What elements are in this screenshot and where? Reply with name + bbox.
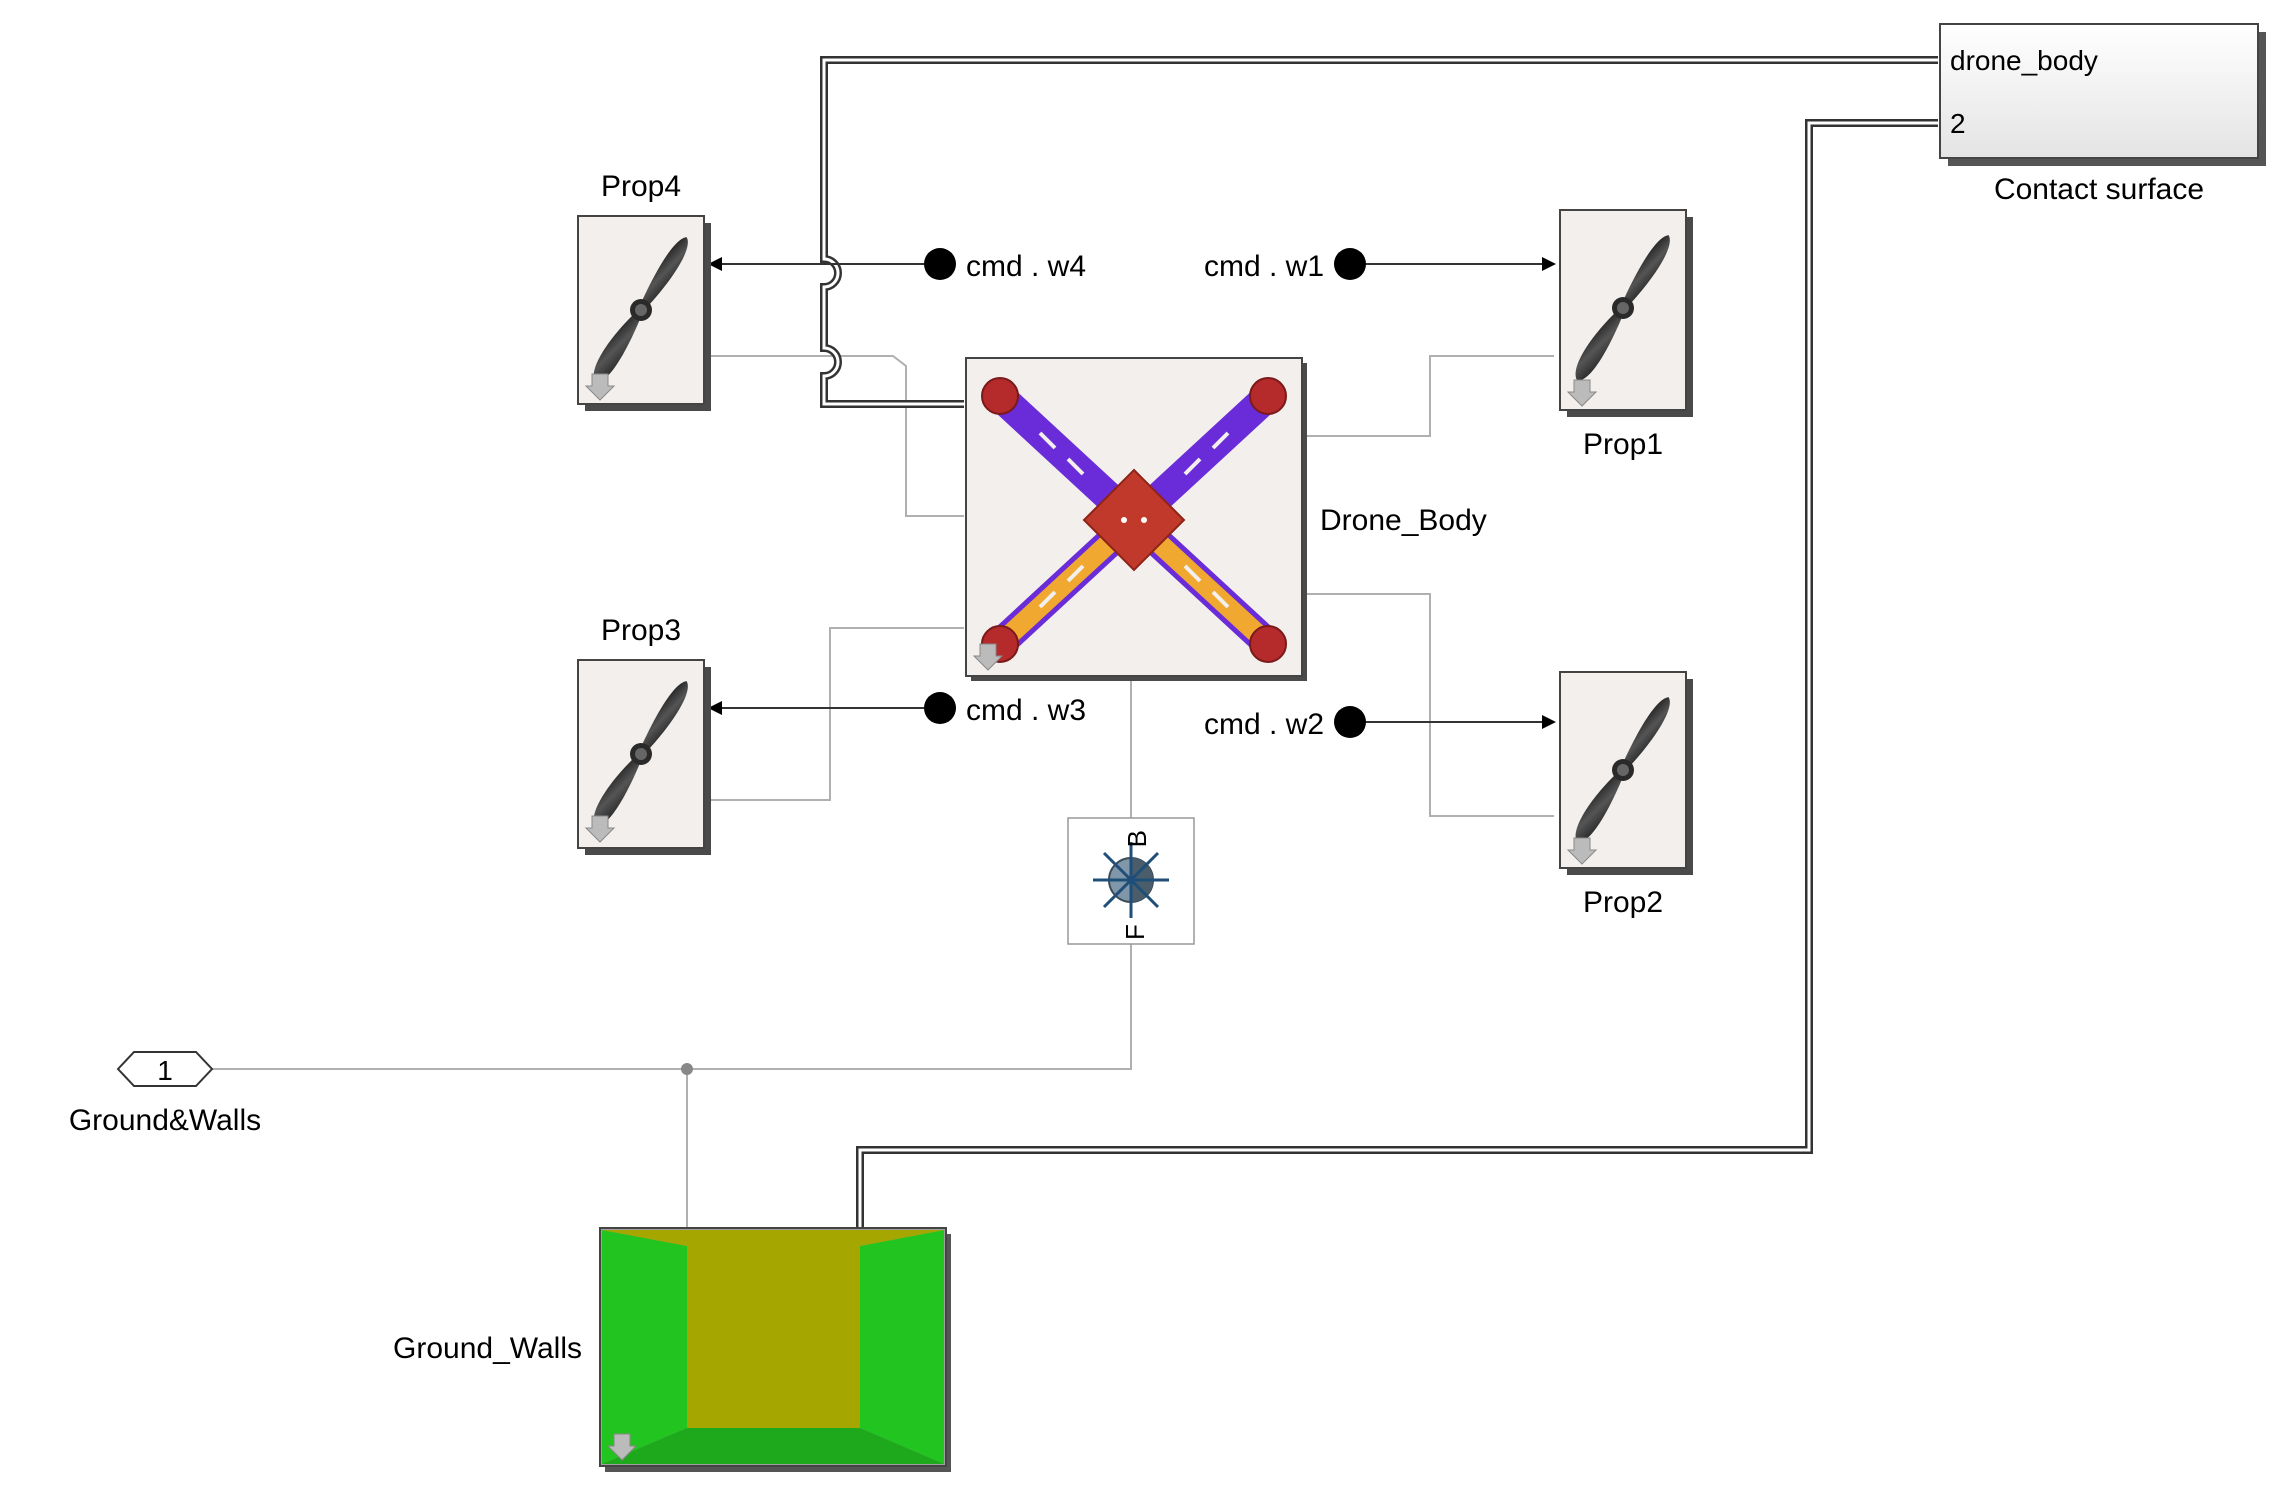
- ground-walls-label: Ground_Walls: [393, 1332, 582, 1365]
- signal-label-w3: cmd . w3: [966, 694, 1086, 727]
- prop1-label: Prop1: [1583, 428, 1663, 461]
- signal-label-w4: cmd . w4: [966, 250, 1086, 283]
- drone-body-block[interactable]: [965, 357, 1307, 681]
- quadcopter-frame-icon: [981, 377, 1287, 663]
- prop3-block[interactable]: [577, 659, 711, 855]
- connection-port-block[interactable]: 1: [116, 1051, 214, 1087]
- sphere-frame-icon: [1093, 842, 1169, 918]
- prop2-block[interactable]: [1559, 671, 1693, 875]
- prop1-block[interactable]: [1559, 209, 1693, 417]
- ground-walls-box-icon: [602, 1230, 944, 1464]
- connection-port-label: Ground&Walls: [69, 1104, 261, 1137]
- frame-label-f: F: [1120, 924, 1150, 940]
- port-number: 1: [157, 1055, 173, 1086]
- prop2-label: Prop2: [1583, 886, 1663, 919]
- signal-dot-w1[interactable]: [1334, 248, 1366, 280]
- contact-surface-label: Contact surface: [1994, 173, 2204, 206]
- junction-dot: [681, 1063, 693, 1075]
- prop4-label: Prop4: [601, 170, 681, 203]
- frame-transform-block[interactable]: B F: [1067, 817, 1195, 945]
- contact-surface-block[interactable]: drone_body 2: [1939, 23, 2266, 166]
- frame-label-b: B: [1122, 830, 1152, 847]
- signal-label-w2: cmd . w2: [1204, 708, 1324, 741]
- signal-dot-w3[interactable]: [924, 692, 956, 724]
- contact-connections: [820, 56, 1938, 1228]
- prop3-label: Prop3: [601, 614, 681, 647]
- prop4-block[interactable]: [577, 215, 711, 411]
- signal-dot-w2[interactable]: [1334, 706, 1366, 738]
- port-label-drone-body: drone_body: [1950, 45, 2098, 76]
- drone-body-label: Drone_Body: [1320, 504, 1487, 537]
- signal-label-w1: cmd . w1: [1204, 250, 1324, 283]
- signal-lines: [708, 257, 1556, 729]
- signal-dot-w4[interactable]: [924, 248, 956, 280]
- ground-walls-block[interactable]: [599, 1227, 951, 1472]
- physical-connections: [210, 355, 1554, 1228]
- signal-sources: [924, 248, 1366, 738]
- port-label-2: 2: [1950, 108, 1966, 139]
